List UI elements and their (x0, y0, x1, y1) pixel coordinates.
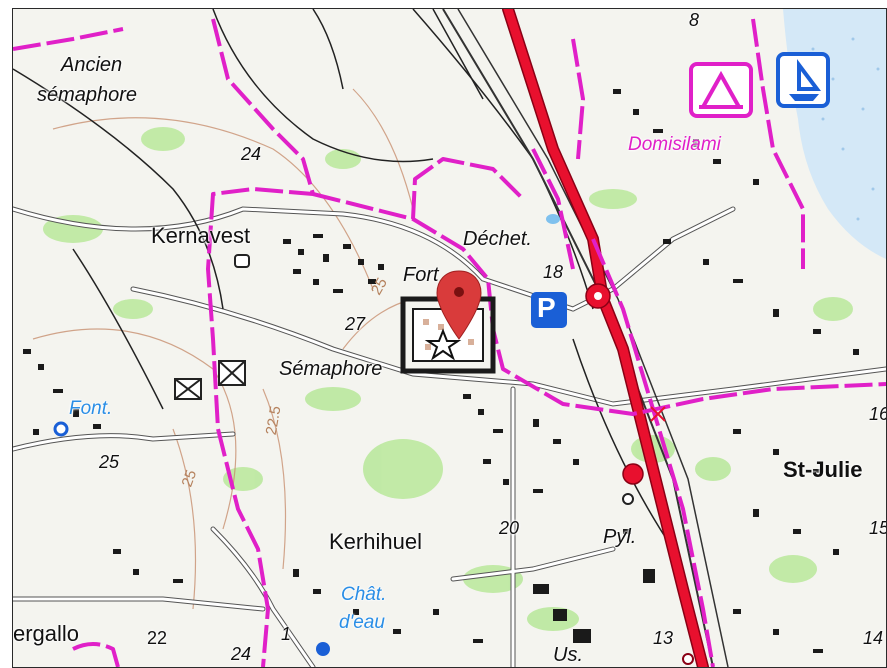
camping-icon (689, 62, 753, 118)
railway-2 (457, 9, 729, 667)
water-tower-icon (316, 642, 330, 656)
roundabout-2 (622, 463, 644, 485)
label-kernavest: Kernavest (151, 223, 251, 248)
label-number: 24 (241, 144, 262, 164)
pond (546, 214, 560, 224)
roundabout-3 (682, 653, 694, 665)
star-icon (424, 328, 462, 361)
spring-icon (53, 421, 69, 437)
junction-cross (650, 406, 666, 422)
map-graphics (13, 9, 886, 667)
main-road (503, 9, 708, 667)
label-number: 20 (499, 518, 520, 538)
label-number: 13 (653, 628, 674, 648)
label-number: 15 (869, 518, 886, 538)
sailing-icon (776, 52, 830, 108)
label-chat: Chât. (341, 584, 387, 605)
vegetation (43, 127, 853, 631)
pylon-marker (622, 493, 634, 505)
label-number: 27 (345, 314, 366, 334)
map-canvas[interactable]: Ancien sémaphore 24 Kernavest Fort Déche… (12, 8, 887, 668)
label-deau: d'eau (339, 612, 385, 633)
label-domisilami: Domisilami (628, 134, 721, 155)
mailbox-icon (174, 254, 250, 400)
label-st-julien: St-Julie (783, 457, 863, 482)
label-pyl: Pyl. (603, 526, 637, 548)
label-number: 25 (99, 452, 120, 472)
label-number: 8 (689, 10, 700, 30)
label-number: 16 (869, 404, 886, 424)
label-kerhihuel: Kerhihuel (329, 529, 422, 554)
label-number: 14 (863, 628, 884, 648)
label-semaphore: Sémaphore (279, 358, 383, 380)
parking-label: P (537, 292, 556, 323)
label-number: 1 (281, 624, 292, 644)
buildings (23, 89, 859, 653)
label-ancien: Ancien (61, 54, 123, 76)
parking-icon (531, 292, 567, 328)
label-number: 18 (543, 262, 564, 282)
label-font: Font. (69, 398, 113, 419)
label-ancien-semaphore: sémaphore (37, 84, 138, 106)
label-dechet: Déchet. (463, 228, 532, 250)
label-ergallo: ergallo (13, 621, 80, 646)
roundabout-center (594, 292, 602, 300)
sea-area (783, 9, 886, 259)
location-pin-icon (436, 270, 482, 340)
boundary-lines (13, 18, 886, 667)
label-number: 22 (147, 628, 168, 648)
label-number: 24 (231, 644, 252, 664)
sea-texture (811, 37, 880, 221)
label-us: Us. (553, 644, 583, 666)
label-fort: Fort (403, 264, 439, 286)
